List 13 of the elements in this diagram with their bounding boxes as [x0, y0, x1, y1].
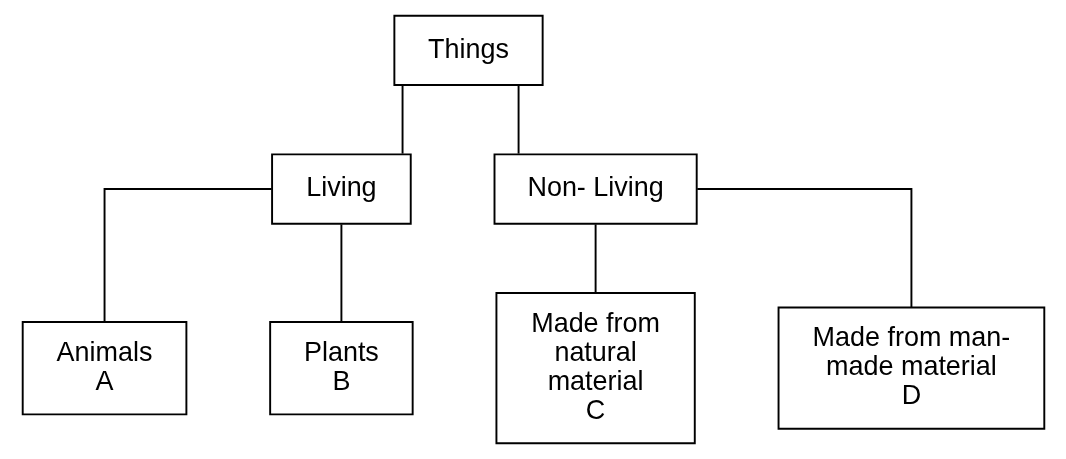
- node-box: Non- Living: [493, 153, 698, 225]
- connector: [401, 84, 403, 155]
- node-box: Living: [270, 153, 412, 225]
- node-box: Made from natural material C: [494, 292, 696, 445]
- connector: [517, 84, 520, 155]
- connector: [594, 223, 597, 294]
- connector: [339, 223, 342, 323]
- node-box: Made from man- made material D: [777, 306, 1045, 430]
- node-box: Plants B: [268, 320, 414, 416]
- connector: [695, 188, 912, 308]
- connector: [103, 188, 273, 323]
- node-box: Animals A: [21, 320, 187, 416]
- node-box: Things: [392, 14, 544, 87]
